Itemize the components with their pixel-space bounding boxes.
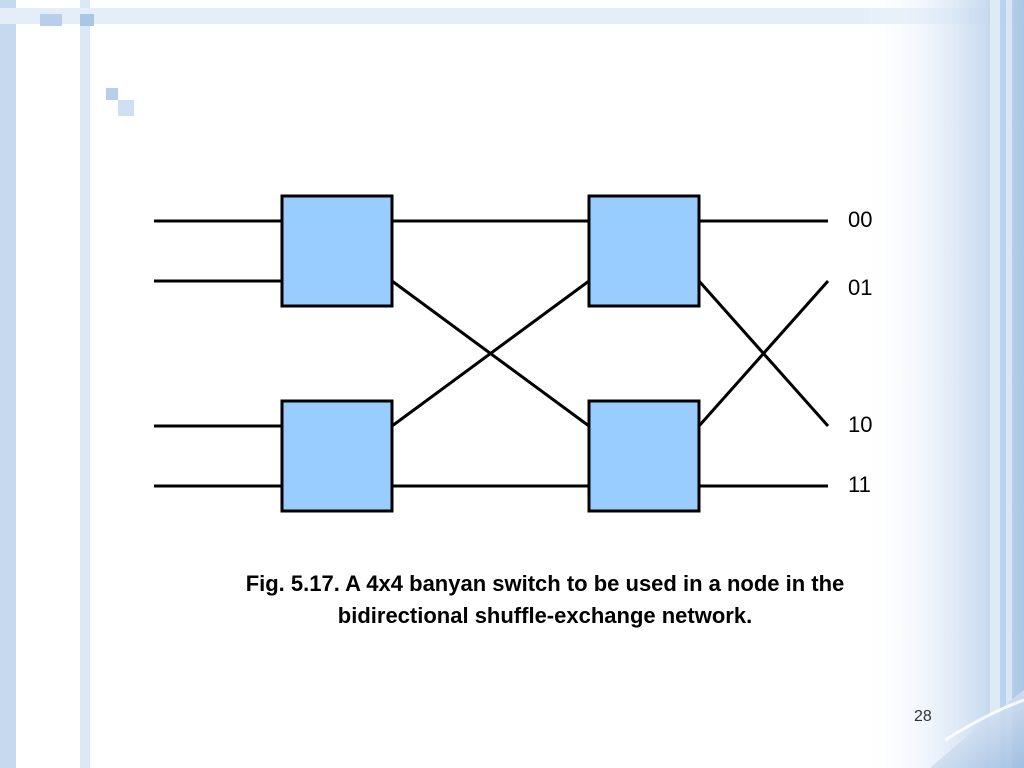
right-stripe <box>990 0 1000 768</box>
top-band <box>0 8 1024 24</box>
switch-stage1-top <box>280 194 394 308</box>
link-cross-up <box>391 279 590 428</box>
switch-elements <box>280 194 701 513</box>
page-number: 28 <box>914 708 932 725</box>
output-label-10: 10 <box>848 412 873 437</box>
right-stripe <box>1006 0 1012 768</box>
switch-stage1-bottom <box>280 399 394 513</box>
caption-line-1: Fig. 5.17. A 4x4 banyan switch to be use… <box>245 571 845 596</box>
caption-line-2: bidirectional shuffle-exchange network. <box>337 603 753 628</box>
deco-square <box>106 88 118 100</box>
switch-stage2-top <box>587 194 701 308</box>
deco-square <box>118 100 134 116</box>
output-label-11: 11 <box>848 472 871 497</box>
output-cross-to-01 <box>697 280 830 427</box>
deco-square <box>40 14 62 26</box>
output-label-00: 00 <box>848 207 873 232</box>
left-stripe <box>0 0 16 768</box>
output-label-01: 01 <box>848 275 873 300</box>
switch-stage2-bottom <box>587 399 701 513</box>
page-curl-highlight <box>944 698 1024 742</box>
left-stripe-inner <box>80 0 90 768</box>
network-links <box>154 219 830 488</box>
figure-caption: Fig. 5.17. A 4x4 banyan switch to be use… <box>170 568 920 632</box>
deco-square <box>80 14 94 26</box>
